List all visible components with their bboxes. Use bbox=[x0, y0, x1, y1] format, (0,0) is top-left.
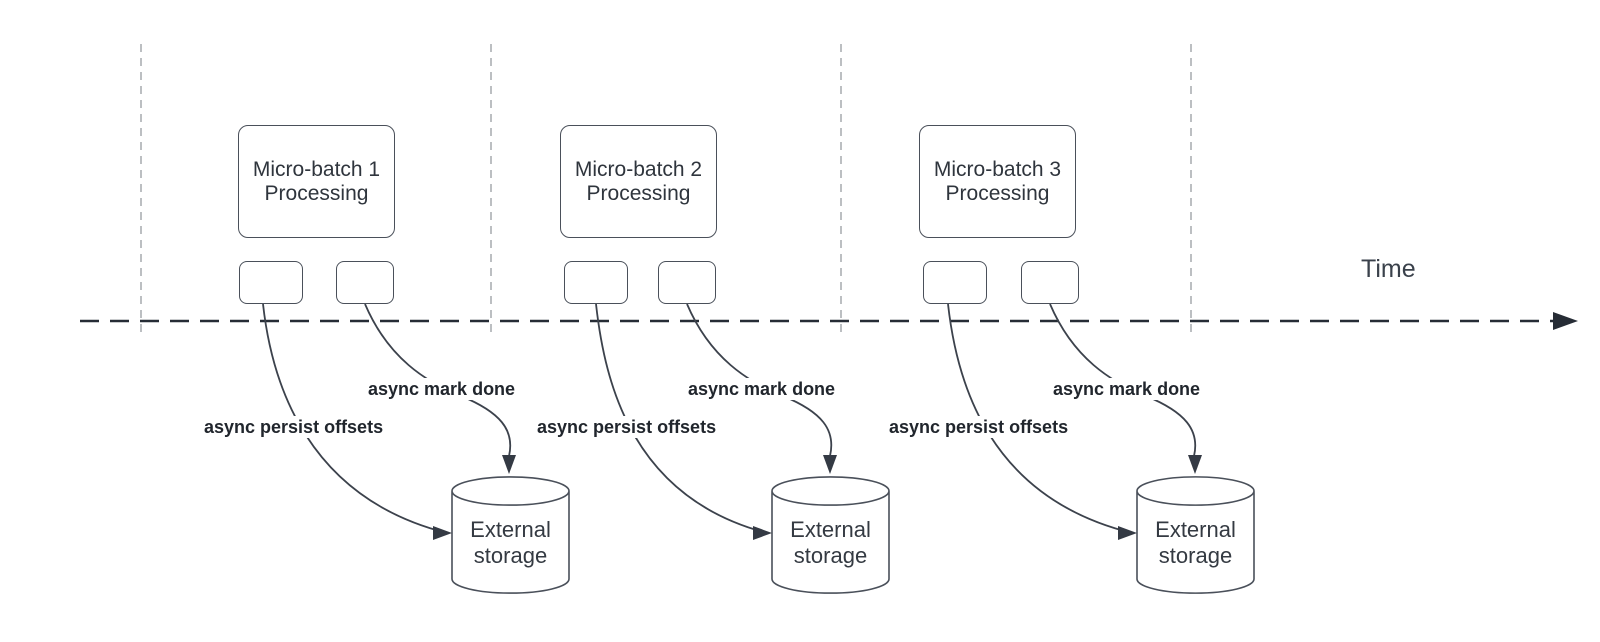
sub-task-box-1a bbox=[239, 261, 303, 304]
time-axis-label: Time bbox=[1361, 255, 1416, 283]
persist-offsets-label-1: async persist offsets bbox=[201, 416, 387, 438]
sub-task-box-1b bbox=[336, 261, 394, 304]
persist-offsets-arrowhead-3 bbox=[1118, 526, 1137, 540]
external-storage-cylinder-3 bbox=[1136, 476, 1255, 594]
external-storage-label-2: External storage bbox=[790, 516, 871, 568]
external-storage-cylinder-2 bbox=[771, 476, 890, 594]
micro-batch-2-processing-box: Micro-batch 2 Processing bbox=[560, 125, 717, 238]
mark-done-label-2: async mark done bbox=[685, 378, 839, 400]
mark-done-label-1: async mark done bbox=[365, 378, 519, 400]
sub-task-box-2b bbox=[658, 261, 716, 304]
external-storage-cylinder-1 bbox=[451, 476, 570, 594]
mark-done-arrowhead-2 bbox=[823, 455, 837, 474]
external-storage-label-3: External storage bbox=[1155, 516, 1236, 568]
mark-done-arrowhead-3 bbox=[1188, 455, 1202, 474]
mark-done-label-3: async mark done bbox=[1050, 378, 1204, 400]
mark-done-arrowhead-1 bbox=[502, 455, 516, 474]
sub-task-box-3b bbox=[1021, 261, 1079, 304]
persist-offsets-label-3: async persist offsets bbox=[886, 416, 1072, 438]
micro-batch-1-processing-box: Micro-batch 1 Processing bbox=[238, 125, 395, 238]
persist-offsets-arrowhead-2 bbox=[753, 526, 772, 540]
sub-task-box-3a bbox=[923, 261, 987, 304]
persist-offsets-arrowhead-1 bbox=[433, 526, 452, 540]
sub-task-box-2a bbox=[564, 261, 628, 304]
external-storage-label-1: External storage bbox=[470, 516, 551, 568]
persist-offsets-label-2: async persist offsets bbox=[534, 416, 720, 438]
time-axis-arrowhead bbox=[1553, 312, 1578, 330]
micro-batch-3-processing-box: Micro-batch 3 Processing bbox=[919, 125, 1076, 238]
